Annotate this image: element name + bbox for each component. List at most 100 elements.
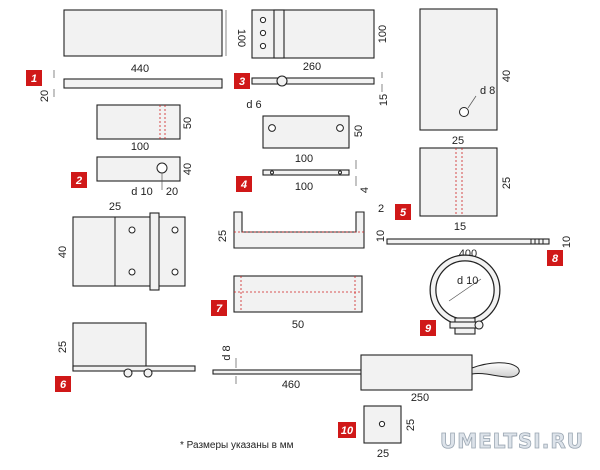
badge-8: [547, 250, 563, 266]
hole-icon: [259, 16, 267, 24]
part-1: 100 440 20 1: [26, 9, 247, 102]
hinge-assembly: 25 40: [57, 201, 186, 291]
badge-10-number: 10: [341, 425, 354, 437]
part-3-knuckle: [273, 9, 285, 59]
hole-icon: [459, 107, 469, 117]
part-6-pin: [123, 368, 133, 378]
p1-length-label: 440: [131, 63, 149, 75]
badge-5: [395, 204, 411, 220]
handle-block: [360, 354, 473, 391]
badge-5-number: 5: [400, 207, 407, 219]
p2-length-label: 100: [131, 141, 149, 153]
part-3-hinge-plate: [251, 9, 375, 59]
part-8: 400 10 8: [386, 236, 573, 266]
hinge-knuckle: [149, 212, 160, 291]
p6-h-label: 25: [57, 341, 69, 353]
p5-h1-label: 40: [501, 70, 513, 82]
p7-t1-label: 2: [378, 203, 384, 215]
p4-length-label: 100: [295, 153, 313, 165]
part-6-bracket: [72, 322, 147, 371]
badge-2: [71, 172, 87, 188]
p4-height-label: 50: [353, 125, 365, 137]
badge-9: [420, 320, 436, 336]
part-4-edge: [262, 169, 350, 176]
hole-icon: [128, 226, 136, 234]
p7-len-label: 50: [292, 319, 304, 331]
badge-4: [236, 176, 252, 192]
badge-6-number: 6: [60, 379, 67, 391]
dim-line: [448, 278, 482, 302]
rod-len-label: 460: [282, 379, 300, 391]
units-footnote: * Размеры указаны в мм: [180, 440, 294, 451]
p5-h2-label: 25: [501, 177, 513, 189]
p7-h-label: 25: [217, 230, 229, 242]
badge-9-number: 9: [425, 323, 432, 335]
p10-w-label: 25: [377, 448, 389, 460]
badge-4-number: 4: [240, 179, 247, 191]
part-1-plate-top: [63, 9, 223, 57]
p3-thick-label: 15: [378, 94, 390, 106]
badge-2-number: 2: [75, 175, 82, 187]
hole-icon: [268, 124, 276, 132]
badge-3: [234, 73, 250, 89]
hole-icon: [128, 268, 136, 276]
badge-1-number: 1: [31, 73, 37, 85]
part-9-nut: [474, 320, 484, 330]
p3-length-label: 260: [303, 61, 321, 73]
p4-length2-label: 100: [295, 181, 313, 193]
p2-height-label: 50: [182, 117, 194, 129]
part-10: 25 25 10: [338, 405, 417, 460]
p4-hole-label: d 6: [246, 99, 261, 111]
part-4-plate: [262, 115, 350, 149]
badge-3-number: 3: [239, 76, 245, 88]
badge-7-number: 7: [216, 303, 223, 315]
p9-dia-label: d 10: [457, 275, 478, 287]
part-9: d 10 9: [420, 254, 501, 336]
hole-icon: [378, 420, 386, 428]
p1-height-label: 100: [235, 29, 247, 47]
part-1-plate-edge: [63, 78, 223, 89]
p5-hole-label: d 8: [480, 85, 495, 97]
hinge-height-label: 40: [57, 246, 69, 258]
hole-icon: [156, 162, 168, 174]
part-8-rod: [386, 238, 550, 245]
part-6-pin: [143, 368, 153, 378]
part-3-edge: [251, 77, 375, 85]
handle-len-label: 250: [411, 392, 429, 404]
part-5-block-front: [419, 8, 498, 131]
badge-7: [211, 300, 227, 316]
rod-shaft: [212, 369, 364, 375]
badge-1: [26, 70, 42, 86]
badge-8-number: 8: [552, 253, 559, 265]
part-6: 25 6: [55, 322, 196, 392]
p3-height-label: 100: [377, 25, 389, 43]
part-5-block-side: [419, 147, 498, 217]
site-watermark: UMELTSI.RU: [440, 429, 584, 453]
part-2-block-top: [96, 104, 181, 140]
part-7: 25 2 10 50 7: [211, 203, 387, 331]
hinge-body: [72, 216, 186, 287]
p2-offset-label: 20: [166, 186, 178, 198]
badge-10: [338, 422, 356, 438]
part-4: d 6 50 100 4 100 4: [236, 99, 371, 193]
part-2: 50 100 40 d 10 20 2: [71, 104, 194, 198]
hole-icon: [338, 170, 342, 175]
hole-icon: [336, 124, 344, 132]
hole-icon: [171, 268, 179, 276]
part-7-u-bracket: [233, 211, 365, 249]
hole-icon: [270, 170, 274, 175]
p5-w2-label: 15: [454, 221, 466, 233]
p2-hole-label: d 10: [131, 186, 152, 198]
hinge-width-label: 25: [109, 201, 121, 213]
part-7-bar: [233, 275, 363, 313]
part-3-pin: [276, 75, 288, 87]
rod-with-handle: d 8 460 250: [212, 345, 520, 404]
p8-thick-label: 10: [561, 236, 573, 248]
badge-6: [55, 376, 71, 392]
p5-w1-label: 25: [452, 135, 464, 147]
dim-line: [467, 95, 477, 109]
part-6-base: [72, 365, 196, 372]
p7-t2-label: 10: [375, 230, 387, 242]
p1-thick-label: 20: [39, 90, 51, 102]
